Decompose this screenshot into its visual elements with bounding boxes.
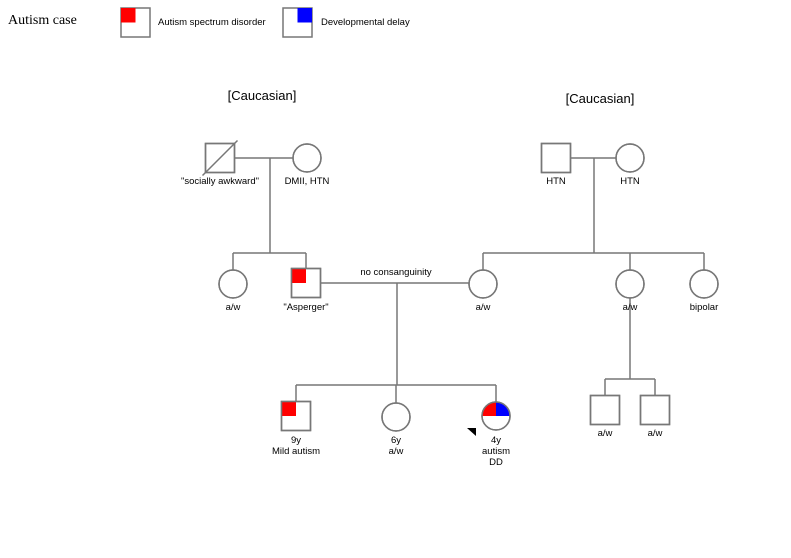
proband-female-outline — [481, 401, 511, 431]
individual-mgf: HTN — [540, 142, 572, 187]
mgm-label: HTN — [620, 176, 640, 187]
sister-label: a/w — [389, 446, 404, 457]
individual-maunt1: a/w — [615, 269, 645, 313]
legend-dd-label: Developmental delay — [321, 17, 410, 28]
legend-dd-swatch — [297, 8, 312, 23]
cousin2-male-symbol — [639, 394, 671, 426]
proband-arrow-icon — [467, 428, 476, 436]
maunt2-female-outline — [689, 269, 719, 299]
legend-asd-swatch — [121, 8, 136, 23]
brother-label: 9y — [291, 435, 301, 446]
legend-dd: Developmental delay — [282, 7, 410, 38]
pgf-deceased-slash — [201, 139, 239, 177]
individual-maunt2: bipolar — [689, 269, 719, 313]
maunt1-label: a/w — [623, 302, 638, 313]
individual-pgm: DMII, HTN — [285, 143, 330, 187]
individual-sister: 6ya/w — [381, 402, 411, 457]
individual-paunt: a/w — [218, 269, 248, 313]
sister-label: 6y — [391, 435, 401, 446]
ethnicity-paternal: [Caucasian] — [228, 88, 297, 103]
proband-label: DD — [489, 457, 503, 468]
legend-title: Autism case — [8, 13, 77, 28]
proband-asd-fill — [482, 402, 496, 416]
cousin2-male-outline — [639, 394, 671, 426]
mgm-female-outline — [615, 143, 645, 173]
individual-mgm: HTN — [615, 143, 645, 187]
individual-cousin2: a/w — [639, 394, 671, 439]
father-male-outline — [290, 267, 322, 299]
legend-asd-label: Autism spectrum disorder — [158, 17, 266, 28]
individuals: "socially awkward" DMII, HTN HTN HTN a/w "Asp… — [181, 139, 719, 468]
ethnicity-maternal: [Caucasian] — [566, 91, 635, 106]
mother-female-outline — [468, 269, 498, 299]
proband-label: 4y — [491, 435, 501, 446]
brother-label: Mild autism — [272, 446, 320, 457]
individual-father: "Asperger" — [283, 267, 329, 313]
pgm-label: DMII, HTN — [285, 176, 330, 187]
consanguinity-note: no consanguinity — [360, 267, 432, 278]
pgf-male-outline — [204, 142, 236, 174]
mgf-label: HTN — [546, 176, 566, 187]
brother-male-outline — [280, 400, 312, 432]
sister-female-outline — [381, 402, 411, 432]
brother-asd-fill — [281, 401, 296, 416]
cousin1-male-outline — [589, 394, 621, 426]
cousin1-label: a/w — [598, 428, 613, 439]
relationship-lines — [232, 157, 705, 403]
maunt2-label: bipolar — [690, 302, 719, 313]
cousin1-male-symbol — [589, 394, 621, 426]
paunt-female-outline — [218, 269, 248, 299]
individual-cousin1: a/w — [589, 394, 621, 439]
paunt-label: a/w — [226, 302, 241, 313]
proband-dd-fill — [496, 402, 510, 416]
individual-mother: a/w — [468, 269, 498, 313]
maunt1-female-outline — [615, 269, 645, 299]
mgf-male-outline — [540, 142, 572, 174]
mother-label: a/w — [476, 302, 491, 313]
father-label: "Asperger" — [283, 302, 328, 313]
individual-pgf: "socially awkward" — [181, 139, 259, 187]
cousin2-label: a/w — [648, 428, 663, 439]
pgm-female-outline — [292, 143, 322, 173]
father-asd-fill — [291, 268, 306, 283]
proband-label: autism — [482, 446, 510, 457]
mgf-male-symbol — [540, 142, 572, 174]
legend-asd: Autism spectrum disorder — [120, 7, 266, 38]
pgf-label: "socially awkward" — [181, 176, 259, 187]
